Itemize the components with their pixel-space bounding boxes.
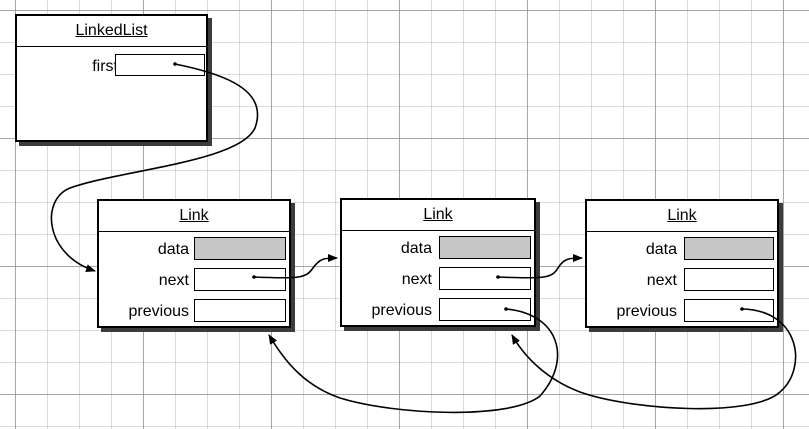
link-box-1: Link data next previous	[97, 199, 291, 328]
data-slot-2	[439, 236, 531, 259]
next-label-2: next	[401, 271, 432, 288]
data-label-1: data	[157, 241, 189, 258]
linkedlist-box: LinkedList first	[15, 14, 208, 142]
previous-slot-1	[194, 299, 286, 322]
link-box-2: Link data next previous	[340, 198, 536, 327]
data-label-2: data	[400, 240, 432, 257]
previous-label-2: previous	[371, 302, 432, 319]
previous-slot-2	[439, 298, 531, 321]
link-box-3: Link data next previous	[585, 199, 779, 328]
previous-slot-3	[684, 299, 774, 322]
linkedlist-title: LinkedList	[17, 16, 206, 47]
link-title-1: Link	[99, 201, 289, 232]
link-title-3: Link	[587, 201, 777, 232]
previous-label-3: previous	[616, 303, 677, 320]
data-slot-3	[684, 237, 774, 260]
next-label-3: next	[646, 272, 677, 289]
previous-label-1: previous	[128, 303, 189, 320]
first-slot	[115, 54, 205, 76]
data-label-3: data	[645, 241, 677, 258]
data-slot-1	[194, 237, 286, 260]
next-label-1: next	[158, 272, 189, 289]
next-slot-3	[684, 268, 774, 291]
next-slot-1	[194, 268, 286, 291]
link-title-2: Link	[342, 200, 534, 231]
next-slot-2	[439, 267, 531, 290]
